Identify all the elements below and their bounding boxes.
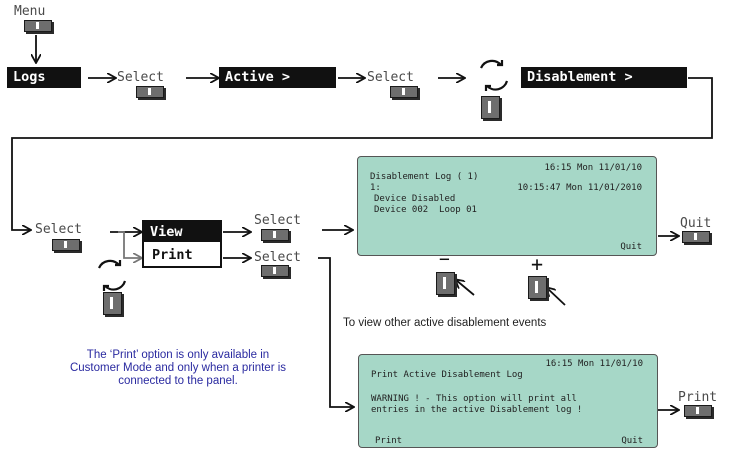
print-key-label: Print [678,390,718,405]
print-availability-note: The ‘Print’ option is only available in … [69,349,287,387]
lcd-log-entry-no: 1: [370,183,381,193]
select-label-3: Select [35,222,82,237]
disablement-block: Disablement > [521,67,687,88]
scroll-key-1[interactable] [481,96,500,119]
lcd-print-log: 16:15 Mon 11/01/10 Print Active Disablem… [358,354,658,448]
scroll-key-2[interactable] [103,292,122,315]
lcd-log-quit: Quit [620,242,642,252]
select-key-1[interactable] [136,86,164,98]
lcd-print-softkey-quit: Quit [621,436,643,446]
quit-label: Quit [680,216,712,231]
minus-key[interactable] [436,272,455,295]
print-option[interactable]: Print [152,247,193,263]
lcd-print-warning-1: WARNING ! - This option will print all [371,394,577,404]
select-label-2: Select [367,70,414,85]
lcd-print-time: 16:15 Mon 11/01/10 [545,359,643,369]
plus-symbol: + [531,252,544,276]
lcd-log-line1: Device Disabled [374,194,456,204]
view-other-caption: To view other active disablement events [343,317,547,329]
select-label-4: Select [254,213,301,228]
logs-block: Logs [7,67,81,88]
quit-key[interactable] [682,231,710,243]
lcd-print-warning-2: entries in the active Disablement log ! [371,405,583,415]
active-block: Active > [219,67,336,88]
plus-key[interactable] [528,276,547,299]
view-print-menu [142,220,222,268]
select-label-5: Select [254,250,301,265]
view-option[interactable]: View [144,222,220,242]
select-key-4[interactable] [261,229,289,241]
lcd-log-entry-time: 10:15:47 Mon 11/01/2010 [517,183,642,193]
lcd-log-line2: Device 002 Loop 01 [374,205,477,215]
select-key-5[interactable] [261,265,289,277]
lcd-disablement-log: 16:15 Mon 11/01/10 Disablement Log ( 1) … [357,156,657,256]
lcd-print-title: Print Active Disablement Log [371,370,523,380]
lcd-log-title: Disablement Log ( 1) [370,172,479,182]
lcd-log-time: 16:15 Mon 11/01/10 [544,163,642,173]
print-key[interactable] [684,405,712,417]
lcd-print-softkey-print: Print [375,436,403,446]
menu-key[interactable] [24,20,52,32]
select-label-1: Select [117,70,164,85]
menu-label: Menu [14,4,46,19]
select-key-3[interactable] [52,239,80,251]
minus-symbol: − [439,249,450,270]
select-key-2[interactable] [390,86,418,98]
